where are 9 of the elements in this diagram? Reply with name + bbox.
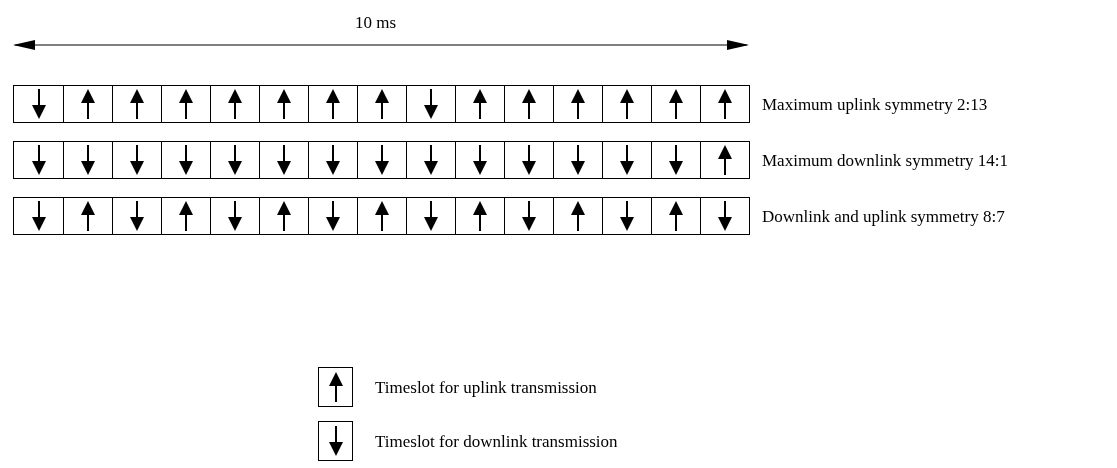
frame-caption: Maximum uplink symmetry 2:13 (762, 96, 988, 113)
timeslot-frame (13, 197, 750, 235)
frame-caption: Downlink and uplink symmetry 8:7 (762, 208, 1005, 225)
legend-label: Timeslot for uplink transmission (375, 378, 597, 396)
timeslot-frame (13, 85, 750, 123)
frame-caption: Maximum downlink symmetry 14:1 (762, 152, 1009, 169)
timeslot-frame (13, 141, 750, 179)
dimension-label: 10 ms (355, 14, 397, 31)
legend-label: Timeslot for downlink transmission (375, 432, 618, 450)
